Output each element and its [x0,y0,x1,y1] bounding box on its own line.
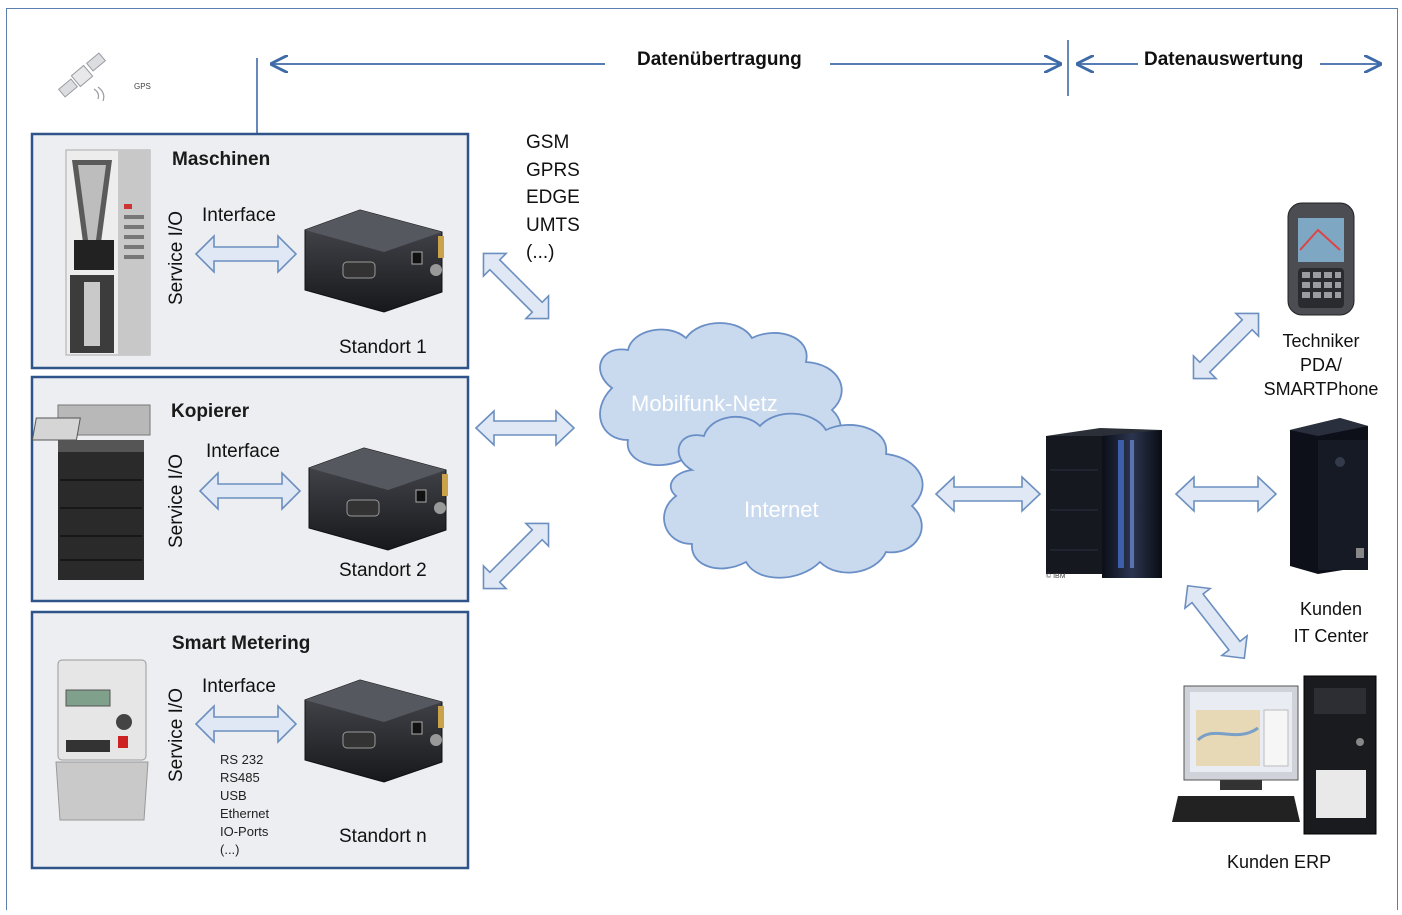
location-label: Standort 2 [339,560,427,581]
technician-line: SMARTPhone [1263,379,1379,399]
port-list: RS 232 RS485 USB Ethernet IO-Ports (...) [220,751,269,859]
vending-machine-image [65,149,151,356]
service-io-label: Service I/O [166,454,187,548]
network-item: EDGE [526,187,580,208]
port-item: RS 232 [220,752,264,767]
network-item: GSM [526,132,570,153]
port-item: Ethernet [220,806,270,821]
it-center-line: Kunden [1299,599,1363,619]
server-image [1046,428,1162,578]
network-arrows [474,252,1278,660]
internet-label: Internet [744,497,819,522]
interface-arrows [194,234,302,744]
location-label: Standort 1 [339,337,427,358]
tower-pc-image [1290,418,1368,574]
service-io-label: Service I/O [166,211,187,305]
modem-image [304,209,444,313]
network-list: GSM GPRS EDGE UMTS (...) [526,129,580,267]
evaluation-heading: Datenauswertung [1144,49,1304,70]
port-item: IO-Ports [220,824,269,839]
modem-image [308,447,448,551]
technician-line: PDA/ [1299,355,1342,375]
site-title-smart-metering: Smart Metering [172,633,311,654]
erp-workstation-image [1172,675,1377,835]
port-item: (...) [220,842,240,857]
erp-label: Kunden ERP [1227,852,1332,872]
location-label: Standort n [339,826,427,847]
mobile-network-label: Mobilfunk-Netz [631,391,778,416]
port-item: RS485 [220,770,260,785]
interface-label: Interface [202,205,276,226]
interface-label: Interface [202,676,276,697]
service-io-label: Service I/O [166,688,187,782]
satellite-icon [57,52,107,102]
internet-cloud [663,412,924,579]
site-title-copier: Kopierer [171,401,250,422]
smartphone-image [1287,202,1355,316]
network-item: UMTS [526,214,580,236]
technician-line: Techniker [1282,331,1360,351]
network-item: (...) [526,242,555,263]
server-credit: © IBM [1046,573,1066,580]
technician-label: Techniker PDA/ SMARTPhone [1256,329,1386,401]
outer-frame [6,8,1398,910]
network-item: GPRS [526,159,580,181]
port-item: USB [220,788,247,803]
transfer-heading: Datenübertragung [637,49,802,70]
smart-meter-image [55,659,149,821]
it-center-line: IT Center [1293,626,1369,646]
timeline [256,40,1380,133]
modem-image [304,679,444,783]
gps-label: GPS [134,82,151,91]
site-title-machines: Maschinen [172,149,271,170]
interface-label: Interface [206,441,280,462]
it-center-label: Kunden IT Center [1276,596,1386,650]
copier-image [31,404,151,580]
